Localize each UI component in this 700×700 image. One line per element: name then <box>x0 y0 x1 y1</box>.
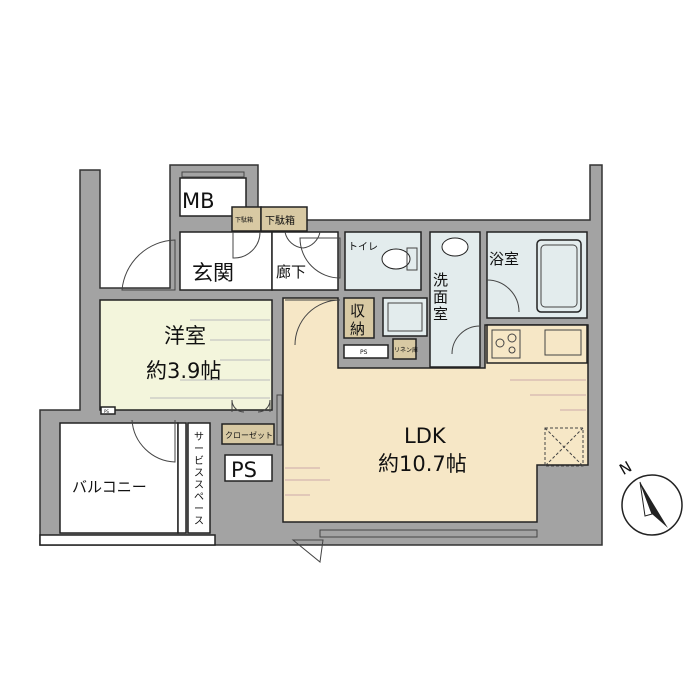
ps-small-label: PS <box>360 349 368 356</box>
mb-label: MB <box>182 189 215 213</box>
ps-shaft <box>224 454 273 482</box>
refrigerator-space <box>544 427 584 467</box>
bathroom-label: 浴室 <box>489 250 519 268</box>
closet-label: クローゼット <box>225 430 273 440</box>
shoe-box-small-label: 下駄箱 <box>235 216 253 224</box>
linen-closet <box>392 338 417 360</box>
western-room <box>99 299 273 411</box>
wash-basin-icon <box>441 237 469 257</box>
ps-label: PS <box>231 458 257 482</box>
floor-lines <box>150 319 270 399</box>
ldk-door[interactable] <box>285 299 341 346</box>
shoe-box-small <box>231 206 262 232</box>
ps-tiny <box>100 406 116 415</box>
hallway-label: 廊下 <box>276 263 306 281</box>
ldk-floor-lines <box>285 379 586 496</box>
svg-text:ビ: ビ <box>194 455 204 467</box>
service-space-label: サ ー ビ ス ス ペ ー ス <box>194 431 204 527</box>
shoe-box <box>260 206 308 232</box>
bathroom-door[interactable] <box>486 279 520 313</box>
ldk-window <box>319 529 538 538</box>
washroom-label-3: 室 <box>433 305 448 323</box>
toilet-label: トイレ <box>348 242 378 253</box>
balcony-label: バルコニー <box>72 478 147 496</box>
washroom-label-1: 洗 <box>433 271 448 289</box>
mb-window <box>181 171 245 178</box>
service-space <box>187 422 211 534</box>
closet <box>221 423 275 445</box>
western-room-size: 約3.9帖 <box>146 359 221 383</box>
bathtub-icon <box>536 239 582 313</box>
washroom-label-2: 面 <box>433 288 448 306</box>
stove-icon <box>491 329 521 359</box>
svg-text:ス: ス <box>194 480 204 491</box>
ldk-name: LDK <box>404 424 447 448</box>
washing-machine-pan <box>382 297 428 337</box>
sink-icon <box>544 329 582 356</box>
kitchen-counter <box>486 324 588 364</box>
shoe-box-label: 下駄箱 <box>265 214 295 227</box>
balcony-door[interactable] <box>131 419 176 463</box>
svg-text:サ: サ <box>194 431 204 443</box>
svg-text:ス: ス <box>194 468 204 479</box>
svg-text:ー: ー <box>194 444 204 455</box>
toilet-door[interactable] <box>299 237 341 279</box>
toilet-bowl-icon <box>381 248 411 270</box>
ps-tiny-label: PS <box>104 409 109 414</box>
storage-label-2: 納 <box>350 320 365 338</box>
compass-label: N <box>616 458 635 479</box>
western-room-name: 洋室 <box>164 324 206 348</box>
svg-text:ペ: ペ <box>194 492 204 503</box>
hallway <box>271 231 339 291</box>
entrance-door[interactable] <box>121 239 176 291</box>
balcony-rail <box>39 534 216 546</box>
svg-text:ー: ー <box>194 504 204 515</box>
storage-label-1: 収 <box>350 302 365 320</box>
toilet-tank-icon <box>406 247 418 271</box>
storage <box>343 297 375 339</box>
entrance-label: 玄関 <box>192 261 234 285</box>
sliding-door[interactable] <box>276 394 283 446</box>
svg-text:ス: ス <box>194 516 204 527</box>
ldk-entry-door[interactable] <box>291 539 324 563</box>
ldk-size: 約10.7帖 <box>378 452 467 476</box>
linen-label: リネン庫 <box>394 346 418 354</box>
north-arrow-icon: N <box>616 458 683 536</box>
ps-small <box>343 344 389 359</box>
washroom-door[interactable] <box>451 325 481 355</box>
entrance <box>179 231 273 291</box>
balcony <box>59 422 179 534</box>
closet-doors[interactable] <box>231 399 271 413</box>
